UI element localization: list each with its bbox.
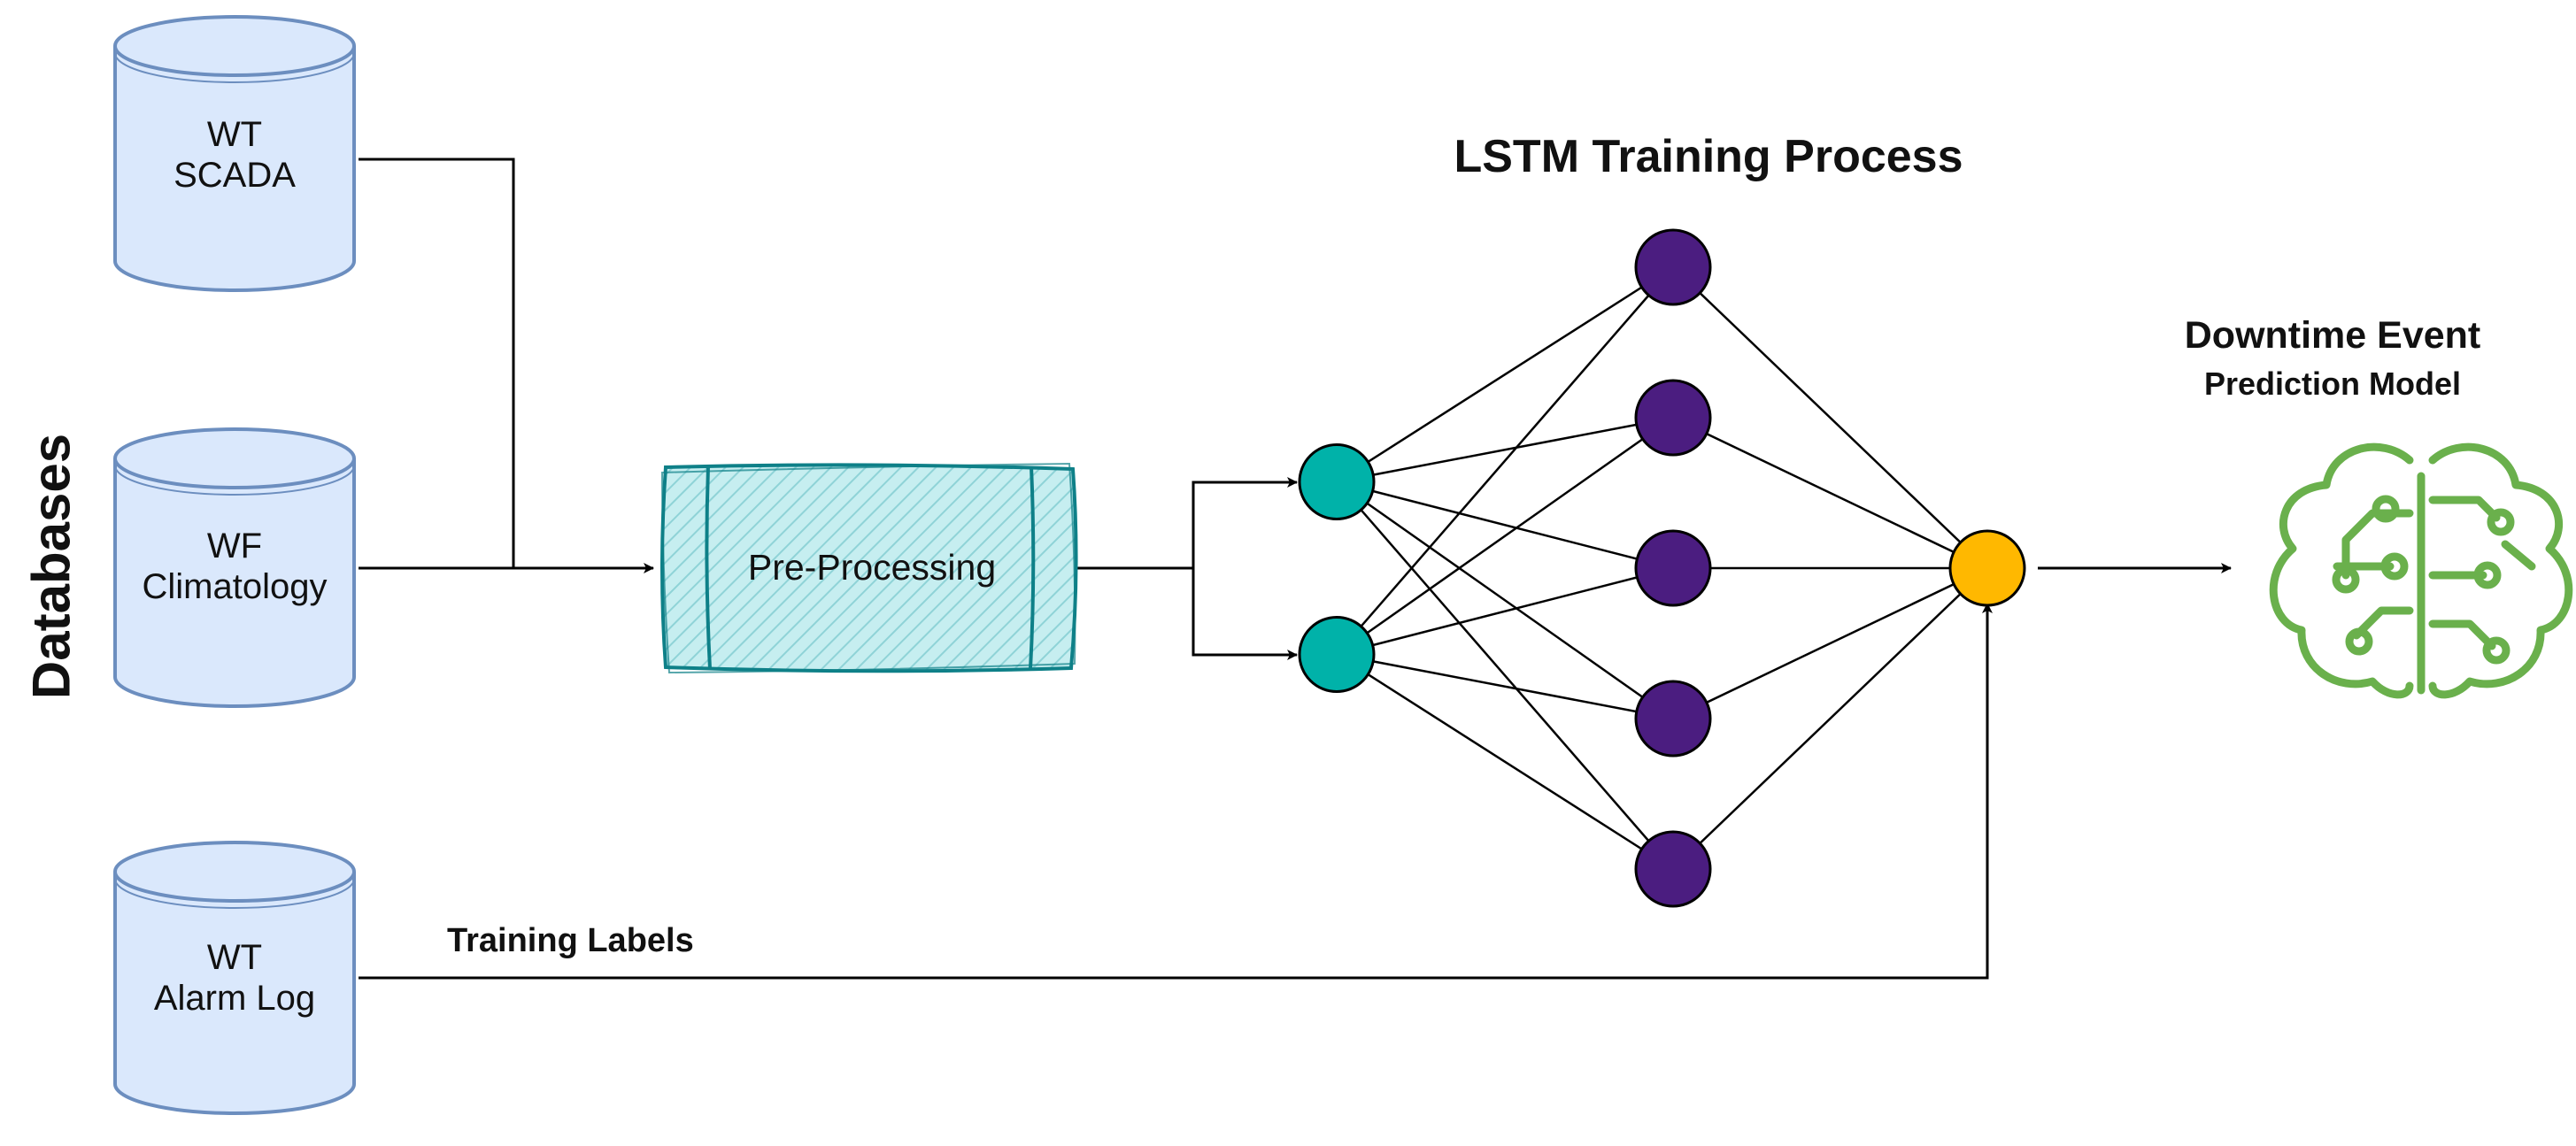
edge-to-input-1 (1192, 477, 1298, 568)
prediction-model-subtitle: Prediction Model (2203, 365, 2462, 402)
training-labels-label: Training Labels (447, 922, 694, 959)
nn-edge-hidden4-output1 (1672, 566, 1988, 720)
nn-edge-input1-hidden5 (1336, 481, 1674, 870)
prediction-model-title: Downtime Event (2184, 314, 2481, 357)
nn-input-node-2 (1298, 616, 1376, 693)
brain-circuit-icon (2269, 442, 2573, 699)
nn-edge-input1-hidden3 (1336, 481, 1674, 570)
nn-edge-input2-hidden5 (1336, 653, 1674, 871)
nn-edge-input2-hidden4 (1336, 653, 1674, 720)
nn-hidden-node-1 (1634, 228, 1712, 306)
nn-input-node-1 (1298, 443, 1376, 520)
database-wf-climatology (113, 427, 356, 708)
database-wt-alarm-log (113, 841, 356, 1115)
edge-training-labels (359, 603, 1993, 980)
nn-edge-input1-hidden2 (1336, 416, 1674, 483)
db-label-wt-scada: WT SCADA (174, 115, 296, 195)
connectors (359, 158, 2232, 980)
db-label-wt-alarm-log: WT Alarm Log (153, 938, 316, 1018)
nn-edge-input2-hidden1 (1336, 266, 1674, 656)
nn-edge-input2-hidden2 (1336, 416, 1674, 656)
database-wt-scada (113, 15, 356, 292)
nn-hidden-node-5 (1634, 830, 1712, 908)
db-label-wf-climatology: WF Climatology (142, 527, 328, 606)
nn-edge-hidden1-output1 (1672, 266, 1988, 569)
nn-hidden-node-3 (1634, 529, 1712, 607)
nn-edge-hidden5-output1 (1672, 567, 1988, 870)
lstm-title: LSTM Training Process (1454, 131, 1963, 182)
nn-hidden-node-4 (1634, 680, 1712, 758)
preprocessing-block (660, 462, 1078, 674)
edge-scada-to-preproc (359, 158, 515, 568)
nn-nodes (1298, 228, 2026, 908)
preprocessing-label: Pre-Processing (747, 547, 997, 588)
nn-edges (1336, 265, 1988, 871)
edge-to-input-2 (1192, 568, 1298, 660)
nn-output-node-1 (1948, 529, 2026, 607)
nn-hidden-node-2 (1634, 379, 1712, 457)
nn-edge-input2-hidden3 (1336, 566, 1674, 656)
nn-edge-hidden2-output1 (1672, 416, 1988, 570)
nn-edge-input1-hidden1 (1336, 265, 1674, 483)
nn-edge-input1-hidden4 (1336, 481, 1674, 720)
